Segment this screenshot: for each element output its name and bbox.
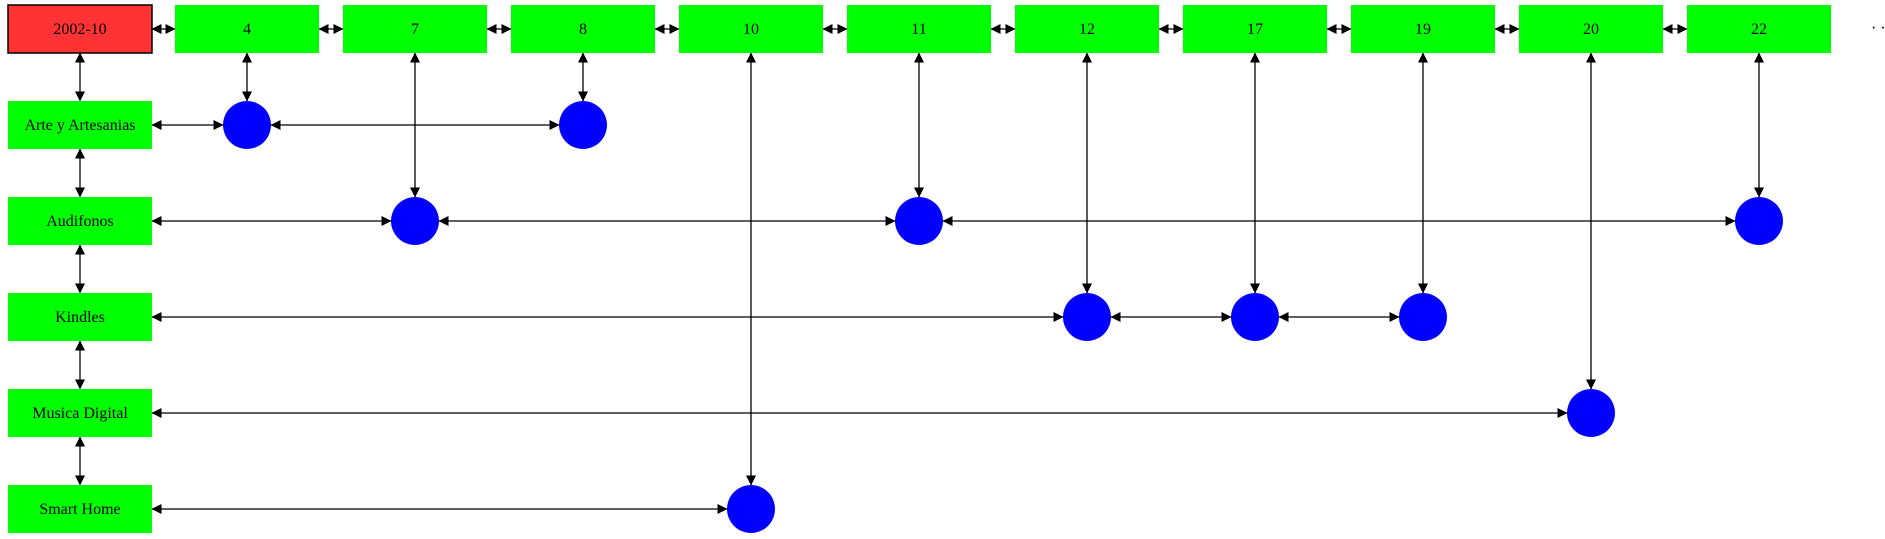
column-box-17: [1183, 5, 1327, 53]
row-box-0: [8, 101, 152, 149]
column-label-8: 8: [579, 21, 587, 38]
column-box-19: [1351, 5, 1495, 53]
row-box-4: [8, 485, 152, 533]
trailing-mark: · ·: [1871, 20, 1885, 37]
root-label: 2002-10: [53, 21, 106, 38]
column-box-7: [343, 5, 487, 53]
column-box-8: [511, 5, 655, 53]
row-box-1: [8, 197, 152, 245]
node-20-3: [1567, 389, 1615, 437]
node-11-1: [895, 197, 943, 245]
node-22-1: [1735, 197, 1783, 245]
row-box-2: [8, 293, 152, 341]
row-label-1: Audifonos: [46, 213, 114, 230]
node-4-0: [223, 101, 271, 149]
column-label-17: 17: [1247, 21, 1263, 38]
edges-layer: [75, 24, 1764, 514]
column-box-20: [1519, 5, 1663, 53]
node-19-2: [1399, 293, 1447, 341]
row-label-4: Smart Home: [39, 501, 120, 518]
column-box-4: [175, 5, 319, 53]
node-7-1: [391, 197, 439, 245]
node-17-2: [1231, 293, 1279, 341]
row-box-3: [8, 389, 152, 437]
node-10-4: [727, 485, 775, 533]
row-label-2: Kindles: [55, 309, 105, 326]
column-label-4: 4: [243, 21, 251, 38]
boxes-layer: [7, 4, 1831, 533]
column-label-10: 10: [743, 21, 759, 38]
node-12-2: [1063, 293, 1111, 341]
column-box-22: [1687, 5, 1831, 53]
column-box-10: [679, 5, 823, 53]
node-8-0: [559, 101, 607, 149]
row-label-3: Musica Digital: [32, 405, 128, 422]
column-box-12: [1015, 5, 1159, 53]
column-label-12: 12: [1079, 21, 1095, 38]
row-label-0: Arte y Artesanias: [24, 117, 135, 134]
column-box-11: [847, 5, 991, 53]
root-box: [7, 4, 153, 54]
column-label-19: 19: [1415, 21, 1431, 38]
column-label-11: 11: [911, 21, 926, 38]
column-label-20: 20: [1583, 21, 1599, 38]
column-label-22: 22: [1751, 21, 1767, 38]
column-label-7: 7: [411, 21, 419, 38]
nodes-layer: [223, 101, 1783, 533]
labels-layer: 2002-10 4 7 8 10 11 12 17 19 20 22 · · Arte y Artesa…: [24, 20, 1885, 518]
